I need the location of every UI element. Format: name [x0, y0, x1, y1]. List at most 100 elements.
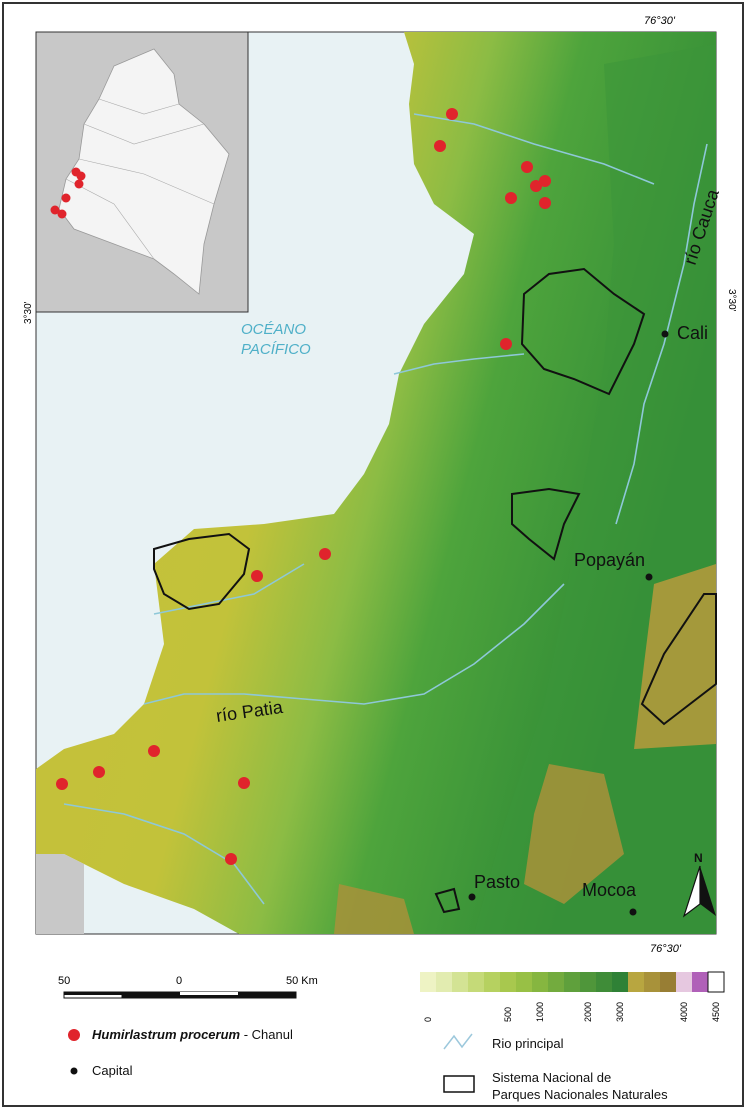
legend-capital-label: Capital — [92, 1063, 133, 1078]
park-munchique — [511, 487, 581, 561]
scale-left-label: 50 — [58, 975, 70, 987]
elevation-swatch — [452, 972, 468, 992]
high-peaks-south — [524, 764, 624, 904]
elevation-swatch — [548, 972, 564, 992]
city-label-cali: Cali — [677, 323, 708, 343]
occurrence-point — [434, 140, 446, 152]
elevation-swatch — [692, 972, 708, 992]
legend-park-symbol — [443, 1075, 475, 1093]
elevation-tick-label: 3000 — [615, 1002, 625, 1022]
main-map: OCÉANO PACÍFICO río Cauca río Patia Cali… — [35, 31, 723, 935]
occurrence-point — [505, 192, 517, 204]
high-peaks — [634, 564, 716, 749]
species-name: Humirlastrum procerum — [92, 1027, 241, 1042]
elevation-tick-label: 0 — [423, 1017, 433, 1022]
elevation-swatch — [580, 972, 596, 992]
occurrence-point — [56, 778, 68, 790]
scale-right-label: 50 Km — [286, 975, 318, 987]
occurrence-point — [319, 548, 331, 560]
park-farallones — [520, 267, 646, 396]
north-arrow: N — [682, 851, 716, 918]
occurrence-point — [148, 745, 160, 757]
elevation-swatch — [420, 972, 436, 992]
occurrence-point — [251, 570, 263, 582]
legend-park-line2: Parques Nacionales Naturales — [492, 1087, 668, 1102]
elevation-swatch — [500, 972, 516, 992]
elevation-swatch — [644, 972, 660, 992]
coord-bottom: 76°30' — [650, 943, 682, 955]
inset-occurrence — [50, 205, 60, 215]
occurrence-point — [238, 777, 250, 789]
national-parks — [153, 267, 717, 914]
elevation-swatch — [436, 972, 452, 992]
capitals — [468, 330, 669, 916]
city-label-pasto: Pasto — [474, 872, 520, 892]
legend-occurrence-label: Humirlastrum procerum - Chanul — [92, 1027, 293, 1042]
river-south — [63, 803, 265, 905]
river-patia-line — [143, 583, 565, 705]
capital-point-popayan — [645, 573, 653, 581]
river-cauca-line — [615, 143, 708, 525]
elevation-swatch — [564, 972, 580, 992]
elevation-tick-label: 2000 — [583, 1002, 593, 1022]
map-figure: OCÉANO PACÍFICO río Cauca río Patia Cali… — [23, 15, 737, 1093]
river-north — [413, 113, 655, 185]
occurrence-point — [539, 197, 551, 209]
inset-occurrence — [74, 179, 84, 189]
occurrence-point — [500, 338, 512, 350]
occurrence-point — [93, 766, 105, 778]
legend-river-symbol — [443, 1033, 473, 1050]
capital-point-pasto — [468, 893, 476, 901]
coord-left: 3°30' — [23, 301, 34, 324]
park-east — [640, 593, 717, 726]
elevation-swatch — [516, 972, 532, 992]
elevation-swatch — [676, 972, 692, 992]
elevation-tick-label: 1000 — [535, 1002, 545, 1022]
elevation-tick-label: 500 — [503, 1007, 513, 1022]
scale-mid-label: 0 — [176, 975, 182, 987]
river-mid — [393, 353, 525, 375]
elevation-tick-label: 4500 — [711, 1002, 721, 1022]
park-sanquianga — [153, 532, 251, 611]
south-grey-land — [36, 854, 84, 934]
city-label-mocoa: Mocoa — [582, 880, 637, 900]
inset-occurrence — [57, 209, 67, 219]
high-peaks-southwest — [334, 884, 414, 934]
capital-point-cali — [661, 330, 669, 338]
occurrence-point — [225, 853, 237, 865]
coord-right: 3°30' — [726, 289, 737, 312]
inset-occurrence — [76, 171, 86, 181]
elevation-swatch — [468, 972, 484, 992]
coord-top: 76°30' — [644, 15, 676, 27]
occurrence-point — [446, 108, 458, 120]
occurrences — [56, 108, 551, 865]
inset-map — [35, 31, 249, 313]
legend-occurrence-symbol — [68, 1029, 80, 1041]
inset-occurrence — [61, 193, 71, 203]
rivers — [63, 113, 708, 905]
capital-point-mocoa — [629, 908, 637, 916]
occurrence-point — [539, 175, 551, 187]
city-label-popayan: Popayán — [574, 550, 645, 570]
elevation-swatch — [612, 972, 628, 992]
elevation-swatch — [707, 971, 725, 993]
park-south — [434, 887, 461, 914]
legend-park-line1: Sistema Nacional de — [492, 1070, 612, 1085]
elevation-tick-label: 4000 — [679, 1002, 689, 1022]
ocean-label-2: PACÍFICO — [241, 341, 311, 358]
elevation-swatch — [484, 972, 500, 992]
scale-bar: 50 0 50 Km — [58, 975, 318, 999]
legend-park-label: Sistema Nacional de Parques Nacionales N… — [492, 1069, 668, 1103]
ocean-label-1: OCÉANO — [241, 321, 306, 338]
occurrence-point — [530, 180, 542, 192]
legend-river-label: Rio principal — [492, 1036, 564, 1051]
legend-capital-symbol — [70, 1067, 78, 1075]
elevation-swatch — [628, 972, 644, 992]
river-sw — [153, 563, 305, 615]
elevation-legend: 0 500 1000 2000 3000 4000 4500 — [420, 971, 725, 1022]
occurrence-point — [521, 161, 533, 173]
species-suffix: - Chanul — [240, 1027, 293, 1042]
north-label: N — [694, 851, 703, 865]
elevation-swatch — [660, 972, 676, 992]
